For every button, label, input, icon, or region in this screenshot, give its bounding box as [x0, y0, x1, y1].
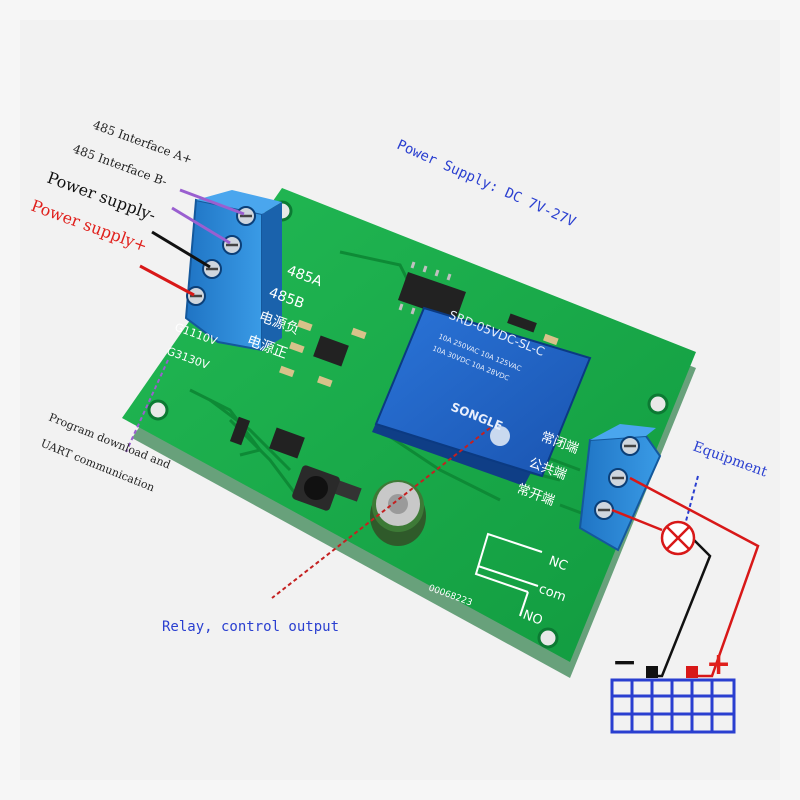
- ic-chip-small: [313, 335, 349, 367]
- wire-output-red: [629, 476, 760, 678]
- battery-minus: −: [612, 645, 637, 680]
- electrolytic-capacitor: [370, 480, 426, 546]
- battery-plus: +: [706, 647, 731, 682]
- relay-symbol: [474, 532, 543, 617]
- wire-power-minus: [151, 230, 211, 269]
- silk-nc: NC: [547, 554, 570, 575]
- relay: [372, 306, 592, 486]
- wire-485b: [171, 206, 231, 245]
- label-relay-output: Relay, control output: [162, 619, 339, 635]
- terminal-block-relay: [578, 424, 662, 552]
- pointer-program: [125, 359, 169, 453]
- mounting-holes: [147, 200, 669, 649]
- input-wires: [139, 188, 245, 297]
- wire-485a: [179, 188, 245, 216]
- inductor: [292, 465, 340, 511]
- battery-symbol: − +: [610, 645, 736, 734]
- wire-power-plus: [139, 264, 195, 297]
- silk-no: NO: [521, 608, 545, 629]
- smd-components: [229, 313, 559, 502]
- terminal-block-input: [184, 190, 282, 352]
- lamp-symbol: [660, 520, 696, 556]
- ic-chip-regulator: [269, 427, 305, 459]
